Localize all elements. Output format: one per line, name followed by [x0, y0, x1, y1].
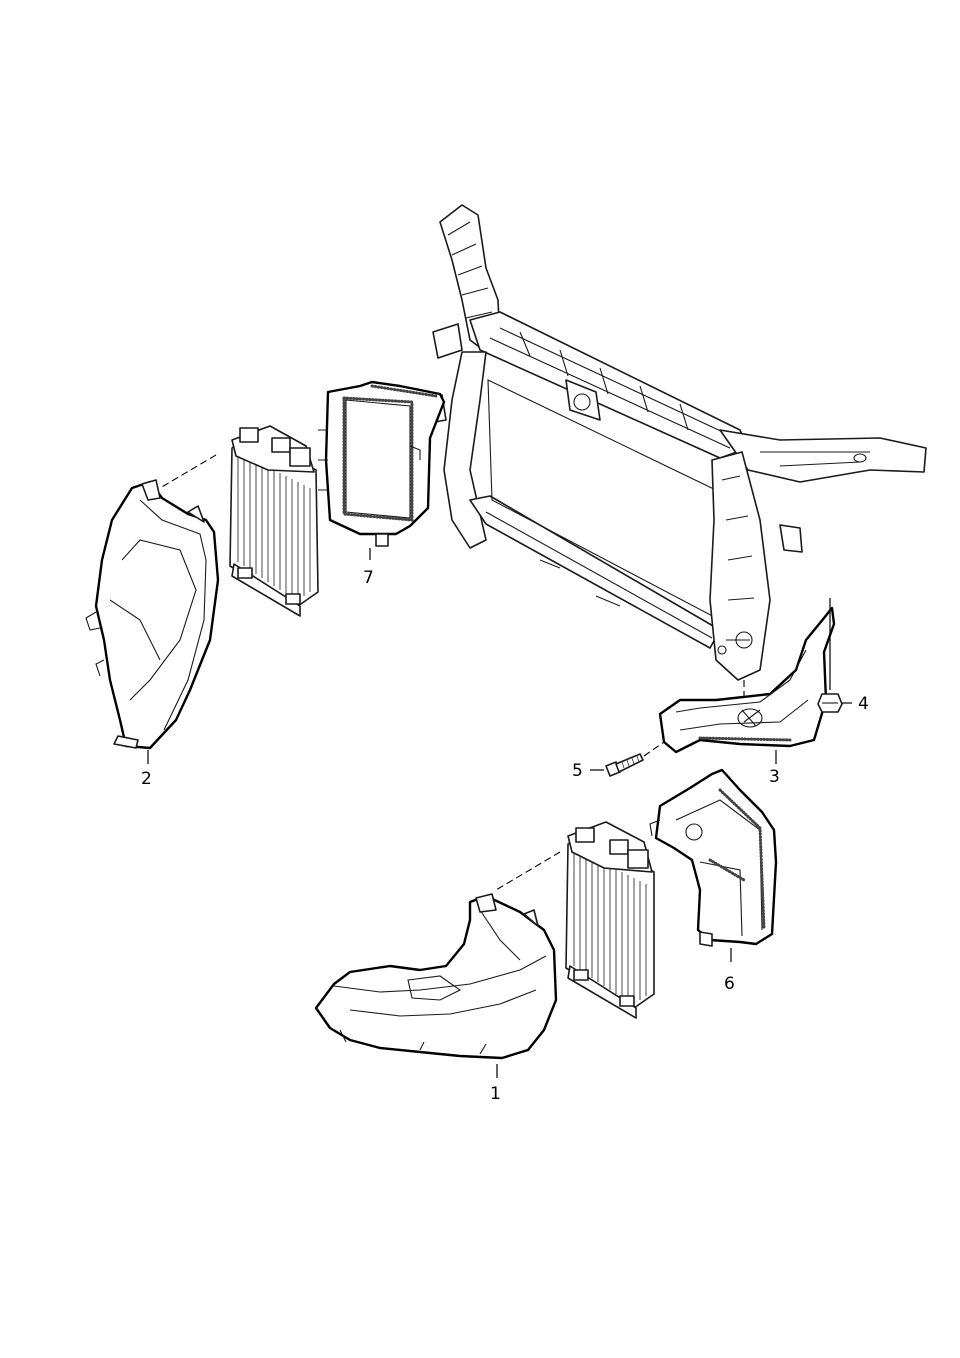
callout-1: 1	[490, 1084, 501, 1104]
dash-part-5	[643, 741, 665, 757]
callout-5: 5	[572, 761, 583, 781]
callout-7: 7	[363, 568, 374, 588]
part-2-air-guide	[85, 479, 220, 750]
upper-auxiliary-radiator	[229, 425, 319, 617]
part-6-air-guide	[649, 768, 778, 947]
part-3-air-duct	[658, 606, 836, 754]
part-1-air-guide	[314, 893, 558, 1060]
callout-3: 3	[769, 767, 780, 787]
callout-2: 2	[141, 769, 152, 789]
part-5-screw	[605, 753, 644, 777]
dash-upper-radiator	[159, 454, 217, 489]
callout-6: 6	[724, 974, 735, 994]
dash-lower-radiator	[495, 851, 561, 891]
part-7-air-duct	[318, 380, 446, 547]
callout-4: 4	[858, 694, 869, 714]
part-4-nut	[817, 598, 843, 713]
lower-auxiliary-radiator	[565, 821, 655, 1019]
lock-carrier	[419, 204, 927, 681]
